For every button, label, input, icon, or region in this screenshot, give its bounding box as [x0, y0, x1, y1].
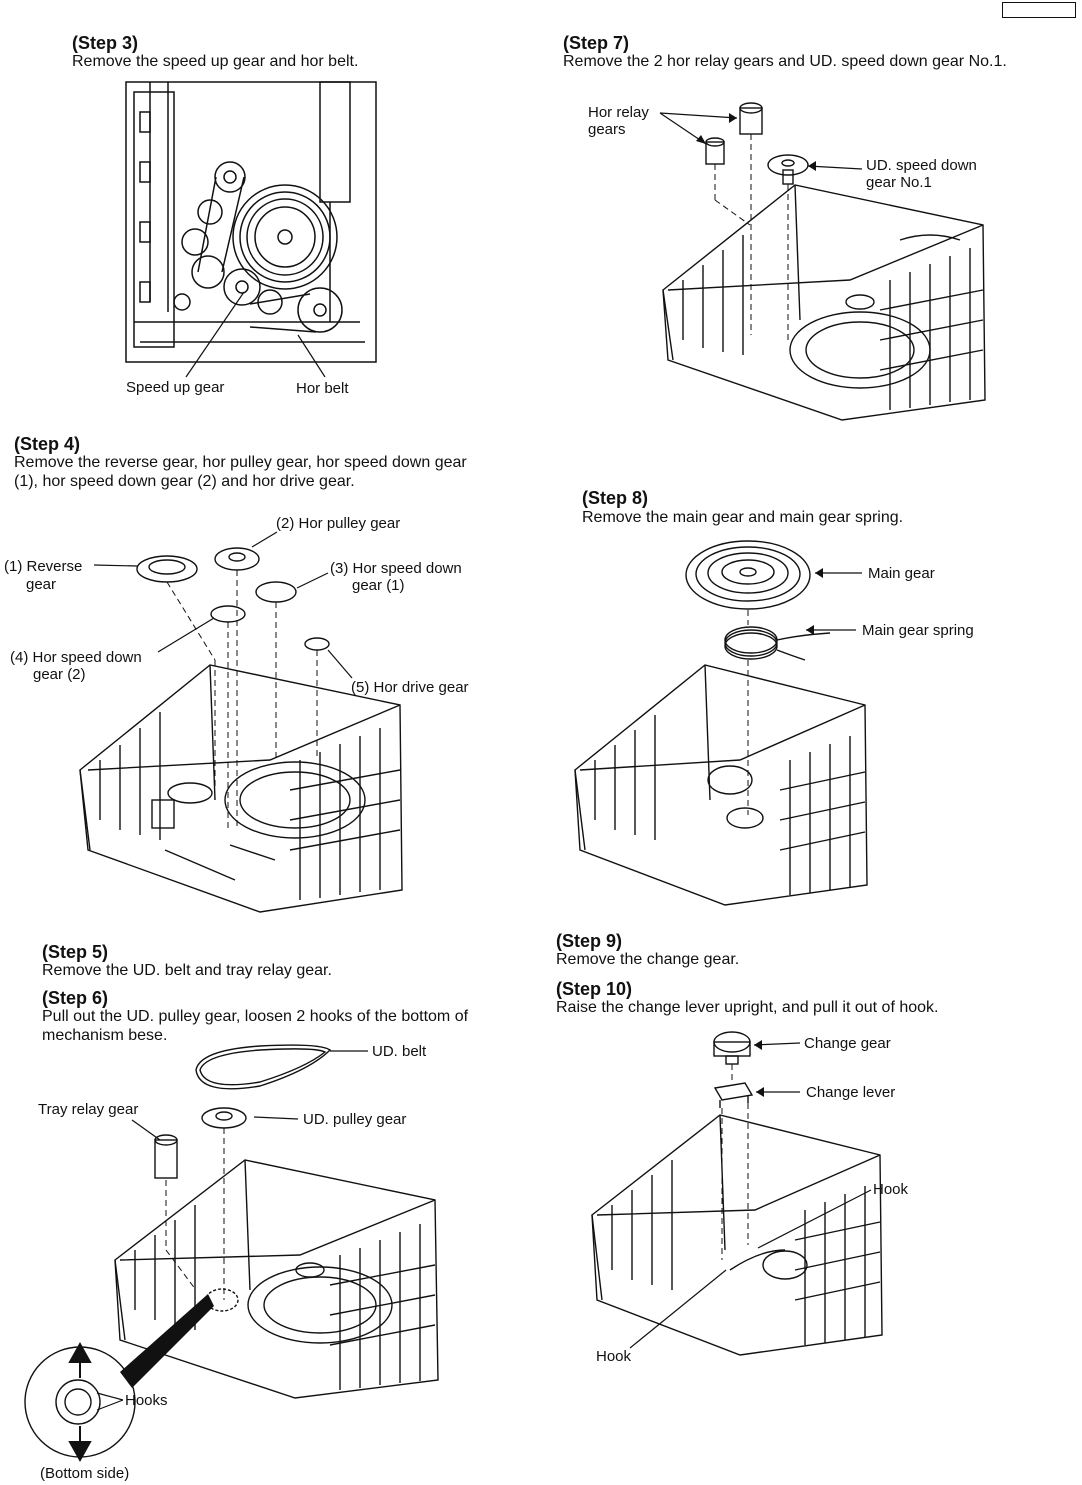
step-10-desc: Raise the change lever upright, and pull…: [556, 999, 939, 1016]
page-number-box: [1002, 2, 1076, 18]
step-9-title: (Step 9): [556, 931, 623, 951]
ud-pulley-gear-label: UD. pulley gear: [303, 1111, 407, 1128]
step-7-title: (Step 7): [563, 33, 630, 53]
hor-relay-label-2: gears: [588, 121, 626, 138]
speed-up-gear-label: Speed up gear: [126, 379, 225, 396]
step-5-desc: Remove the UD. belt and tray relay gear.: [42, 962, 332, 979]
step-5-title: (Step 5): [42, 942, 109, 962]
hor-relay-label-1: Hor relay: [588, 104, 649, 121]
hor-pulley-gear-label: (2) Hor pulley gear: [276, 515, 401, 532]
hooks-label: Hooks: [125, 1392, 168, 1409]
step-6-desc: Pull out the UD. pulley gear, loosen 2 h…: [42, 1008, 469, 1044]
step-9-desc: Remove the change gear.: [556, 951, 740, 968]
main-gear-part: [685, 540, 811, 610]
step-10-title: (Step 10): [556, 979, 633, 999]
bottom-side-label: (Bottom side): [40, 1465, 130, 1482]
step-3-title: (Step 3): [72, 33, 139, 53]
hor-speed-down-2-label-2: gear (2): [33, 666, 86, 683]
hook-bottom-label: Hook: [596, 1348, 632, 1365]
hor-speed-down-2-label-1: (4) Hor speed down: [10, 649, 142, 666]
tray-relay-gear-part: [154, 1139, 178, 1179]
change-lever-part: [713, 1082, 754, 1101]
hor-speed-down-1-label-1: (3) Hor speed down: [330, 560, 462, 577]
ud-speed-down-label-2: gear No.1: [866, 174, 932, 191]
ud-belt-label: UD. belt: [372, 1043, 427, 1060]
change-lever-label: Change lever: [806, 1084, 896, 1101]
ud-belt-part: [195, 1044, 332, 1090]
hor-drive-gear-label: (5) Hor drive gear: [351, 679, 469, 696]
step-8-title: (Step 8): [582, 488, 649, 508]
hor-speed-down-1-label-2: gear (1): [352, 577, 405, 594]
tray-relay-gear-label: Tray relay gear: [38, 1101, 139, 1118]
step-8-desc: Remove the main gear and main gear sprin…: [582, 509, 904, 526]
reverse-gear-label-1: (1) Reverse: [4, 558, 83, 575]
main-gear-label: Main gear: [868, 565, 935, 582]
hook-top-label: Hook: [873, 1181, 909, 1198]
ud-speed-down-gear-part: [767, 154, 809, 176]
step-6-title: (Step 6): [42, 988, 109, 1008]
main-gear-spring-label: Main gear spring: [862, 622, 974, 639]
hor-belt-label: Hor belt: [296, 380, 349, 397]
step-4-desc: Remove the reverse gear, hor pulley gear…: [14, 454, 467, 490]
reverse-gear-label-2: gear: [26, 576, 57, 593]
step-7-desc: Remove the 2 hor relay gears and UD. spe…: [563, 53, 1007, 70]
ud-speed-down-label-1: UD. speed down: [866, 157, 977, 174]
step-3-figure: [125, 81, 377, 363]
change-gear-label: Change gear: [804, 1035, 891, 1052]
step-3-desc: Remove the speed up gear and hor belt.: [72, 53, 359, 70]
step-4-title: (Step 4): [14, 434, 81, 454]
